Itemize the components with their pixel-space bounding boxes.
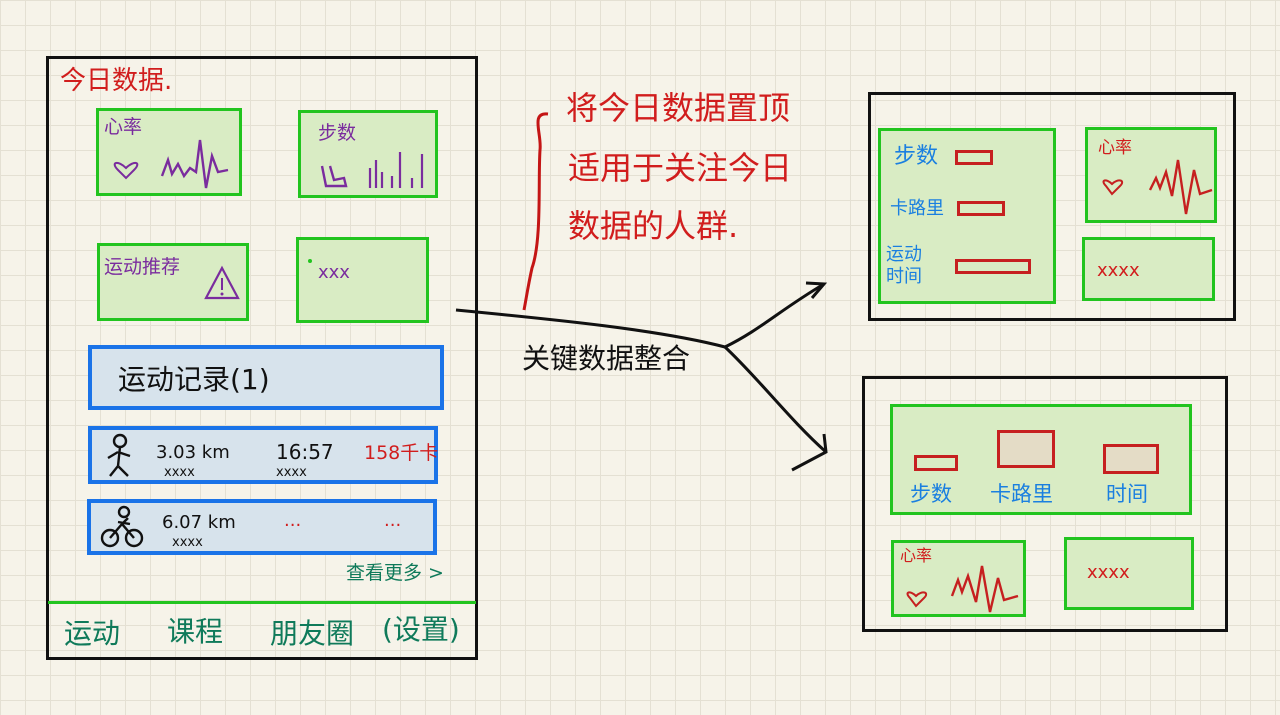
placeholder-card[interactable]	[296, 237, 429, 323]
run-distance: 3.03 km	[156, 442, 230, 463]
layout-a-frame	[868, 92, 1236, 321]
exercise-record-header[interactable]	[88, 345, 444, 410]
runner-icon	[107, 433, 131, 477]
ride-extra-2: ...	[384, 510, 402, 531]
ride-distance: 6.07 km	[162, 512, 236, 533]
layout-a-steps-bar	[955, 150, 993, 165]
run-distance-sub: xxxx	[164, 465, 195, 480]
layout-a-steps-label: 步数	[894, 144, 939, 169]
exercise-record-title: 运动记录(1)	[118, 363, 270, 396]
layout-a-calorie-bar	[957, 201, 1005, 216]
annotation-bracket	[522, 112, 549, 311]
layout-a-time-label: 运动 时间	[886, 244, 922, 287]
layout-b-placeholder-text: xxxx	[1087, 562, 1130, 583]
run-calories: 158千卡	[364, 442, 439, 464]
branch-arrow	[455, 281, 828, 472]
exercise-recommend-card[interactable]	[97, 243, 249, 321]
layout-b-placeholder-card[interactable]	[1064, 537, 1194, 610]
layout-b-calorie-bar	[997, 430, 1055, 468]
layout-b-calorie-label: 卡路里	[990, 482, 1053, 506]
heart-wave-icon	[160, 139, 229, 189]
phone-frame	[46, 56, 478, 660]
arrow-label: 关键数据整合	[522, 342, 691, 375]
tab-bar-divider	[48, 601, 476, 604]
heart-icon	[113, 162, 139, 180]
steps-card[interactable]	[298, 110, 438, 198]
layout-b-heart-icon	[906, 591, 928, 608]
run-record-row[interactable]	[88, 426, 438, 484]
layout-b-heart-card[interactable]	[891, 540, 1026, 617]
layout-b-time-label: 时间	[1106, 482, 1148, 506]
shoe-icon	[320, 165, 348, 188]
placeholder-text: xxx	[318, 262, 350, 283]
layout-a-time-bar	[955, 259, 1031, 274]
layout-a-calorie-label: 卡路里	[890, 198, 944, 219]
see-more-link[interactable]: 查看更多 >	[346, 562, 444, 584]
ride-record-row[interactable]	[87, 499, 437, 555]
annotation-line-1: 将今日数据置顶	[566, 89, 791, 127]
tab-moments[interactable]: 朋友圈	[270, 617, 355, 650]
steps-bars-icon	[368, 152, 424, 188]
layout-b-steps-bar	[914, 455, 958, 471]
layout-a-stats-card[interactable]	[878, 128, 1056, 304]
tab-courses[interactable]: 课程	[167, 615, 224, 648]
layout-a-heart-wave-icon	[1148, 159, 1213, 215]
steps-label: 步数	[318, 122, 357, 144]
run-time-sub: xxxx	[276, 465, 307, 480]
tab-exercise[interactable]: 运动	[64, 617, 121, 650]
layout-a-placeholder-text: xxxx	[1097, 260, 1140, 281]
today-data-title: 今日数据.	[60, 66, 173, 96]
layout-b-steps-label: 步数	[910, 482, 952, 506]
layout-a-placeholder-card[interactable]	[1082, 237, 1215, 301]
annotation-line-3: 数据的人群.	[568, 207, 739, 245]
layout-b-time-bar	[1103, 444, 1159, 474]
layout-b-heart-label: 心率	[900, 546, 933, 565]
exercise-recommend-label: 运动推荐	[104, 256, 181, 278]
run-time: 16:57	[276, 440, 334, 464]
layout-a-heart-label: 心率	[1098, 138, 1132, 158]
layout-b-frame	[862, 376, 1228, 632]
cyclist-icon	[100, 505, 144, 548]
warning-icon	[204, 265, 240, 300]
heart-rate-label: 心率	[104, 116, 143, 138]
ride-distance-sub: xxxx	[172, 535, 203, 550]
annotation-line-2: 适用于关注今日	[568, 149, 793, 187]
tab-settings[interactable]: (设置)	[382, 613, 460, 646]
layout-b-heart-wave-icon	[950, 565, 1019, 613]
layout-a-heart-icon	[1102, 179, 1124, 196]
heart-rate-card[interactable]	[96, 108, 242, 196]
ride-extra-1: ...	[284, 510, 302, 531]
